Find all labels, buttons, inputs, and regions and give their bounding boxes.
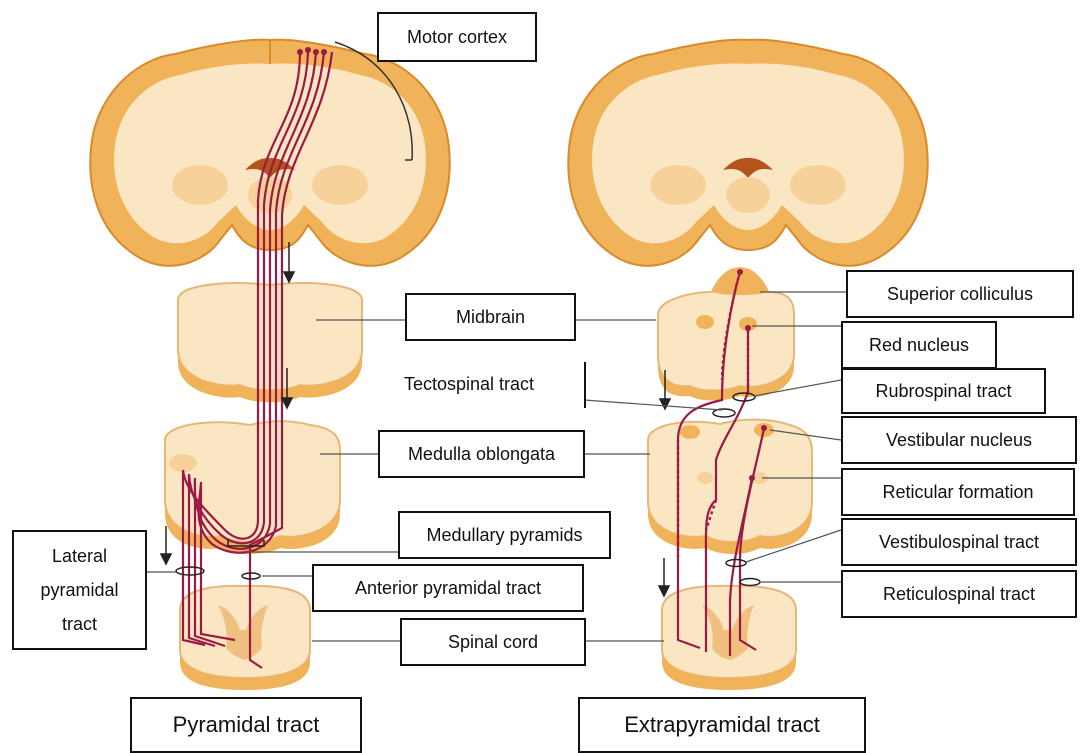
label-vestibular-nucleus: Vestibular nucleus [841,416,1077,464]
label-medulla-oblongata: Medulla oblongata [378,430,585,478]
tectospinal-label-divider [584,362,586,408]
label-reticular-formation: Reticular formation [841,468,1075,516]
label-lateral-pyramidal-tract: Lateral pyramidal tract [12,530,147,650]
label-lateral-pyramidal-tract-line-2: pyramidal [40,573,118,607]
label-lateral-pyramidal-tract-line-1: Lateral [52,539,107,573]
right-medulla-section [648,420,812,554]
label-anterior-pyramidal-tract: Anterior pyramidal tract [312,564,584,612]
label-tectospinal-tract: Tectospinal tract [404,374,534,395]
label-medullary-pyramids: Medullary pyramids [398,511,611,559]
label-reticulospinal-tract: Reticulospinal tract [841,570,1077,618]
label-pyramidal-tract-title: Pyramidal tract [130,697,362,753]
label-lateral-pyramidal-tract-line-3: tract [62,607,97,641]
right-brain-coronal-section [568,40,927,266]
label-vestibulospinal-tract: Vestibulospinal tract [841,518,1077,566]
label-extrapyramidal-tract-title: Extrapyramidal tract [578,697,866,753]
label-midbrain: Midbrain [405,293,576,341]
label-spinal-cord: Spinal cord [400,618,586,666]
label-rubrospinal-tract: Rubrospinal tract [841,368,1046,414]
label-red-nucleus: Red nucleus [841,321,997,369]
label-superior-colliculus: Superior colliculus [846,270,1074,318]
label-motor-cortex: Motor cortex [377,12,537,62]
